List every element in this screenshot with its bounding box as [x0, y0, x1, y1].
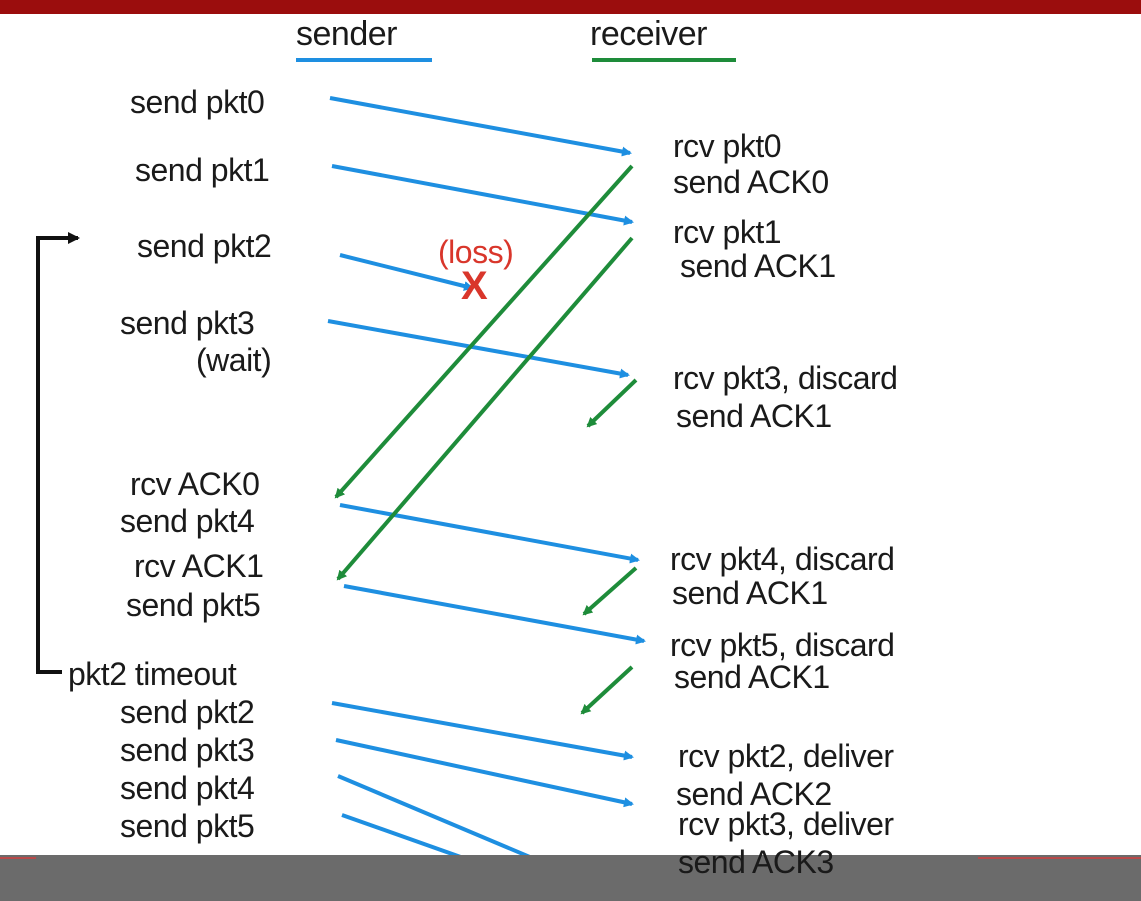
sender-event: send pkt2	[137, 228, 272, 264]
top-bar	[0, 0, 1141, 14]
timeout-bracket	[36, 232, 80, 674]
bottom-right-rule	[978, 857, 1141, 859]
arrow-ack0	[334, 164, 634, 499]
receiver-event: rcv pkt3, deliver	[678, 806, 894, 842]
loss-x-icon: X	[461, 264, 488, 308]
sender-event: send pkt2	[120, 694, 255, 730]
bottom-bar	[0, 855, 1141, 901]
sender-event: send pkt4	[120, 770, 255, 806]
receiver-header: receiver	[590, 15, 707, 53]
arrow-pkt3	[327, 319, 630, 379]
receiver-event: send ACK2	[676, 776, 832, 812]
sender-event: send pkt3	[120, 732, 255, 768]
sender-event: send pkt1	[135, 152, 270, 188]
receiver-header-underline	[592, 58, 736, 62]
receiver-event: send ACK0	[673, 164, 829, 200]
arrow-pkt1	[331, 164, 634, 226]
receiver-event: rcv pkt0	[673, 128, 782, 164]
bottom-left-rule	[0, 857, 36, 859]
sender-event: rcv ACK1	[134, 548, 264, 584]
arrow-ack1-dup2	[582, 566, 638, 616]
sender-event: pkt2 timeout	[68, 656, 237, 692]
sender-event: (wait)	[196, 342, 272, 378]
receiver-event: send ACK1	[674, 659, 830, 695]
receiver-event: send ACK1	[672, 575, 828, 611]
receiver-event: send ACK3	[678, 844, 834, 880]
loss-label: (loss)	[438, 234, 514, 270]
sender-event: send pkt5	[126, 587, 261, 623]
arrow-ack1-dup1	[586, 378, 638, 428]
arrow-resend-pkt2	[331, 701, 634, 761]
receiver-event: rcv pkt2, deliver	[678, 738, 894, 774]
arrow-ack1-dup3	[580, 665, 634, 715]
arrow-resend-pkt3	[335, 738, 634, 808]
sender-event: send pkt0	[130, 84, 265, 120]
arrow-pkt5	[343, 584, 646, 645]
receiver-event: rcv pkt5, discard	[670, 627, 895, 663]
arrow-pkt2-lost	[339, 253, 474, 291]
arrow-ack1	[336, 236, 634, 581]
sender-event: rcv ACK0	[130, 466, 260, 502]
sender-event: send pkt3	[120, 305, 255, 341]
sender-header-underline	[296, 58, 432, 62]
receiver-event: rcv pkt4, discard	[670, 541, 895, 577]
sender-event: send pkt4	[120, 503, 255, 539]
sender-header: sender	[296, 15, 397, 53]
receiver-event: rcv pkt3, discard	[673, 360, 898, 396]
arrow-pkt4	[339, 503, 640, 564]
receiver-event: send ACK1	[680, 248, 836, 284]
receiver-event: send ACK1	[676, 398, 832, 434]
arrow-pkt0	[329, 96, 632, 157]
receiver-event: rcv pkt1	[673, 214, 782, 250]
sender-event: send pkt5	[120, 808, 255, 844]
